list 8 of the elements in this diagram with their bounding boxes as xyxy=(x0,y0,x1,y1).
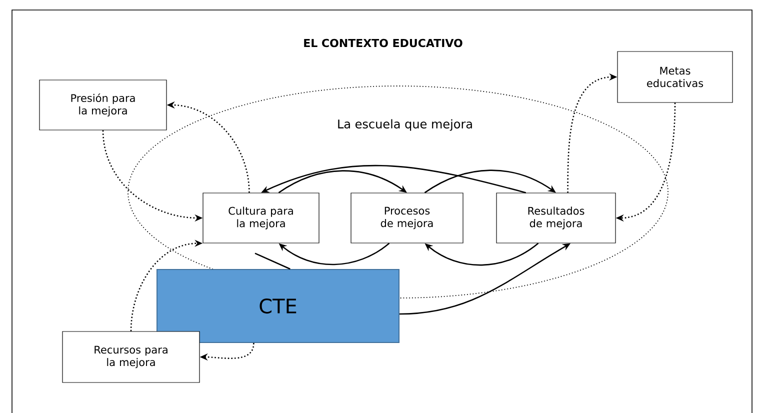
text-box: Recursos para la mejora xyxy=(62,331,200,383)
text-box: Resultados de mejora xyxy=(496,192,616,244)
highlight-box: CTE xyxy=(156,269,400,343)
text-box: Presión para la mejora xyxy=(39,80,167,130)
text-box: Procesos de mejora xyxy=(350,192,464,244)
text-box: Metas educativas xyxy=(617,51,733,103)
text-box: Cultura para la mejora xyxy=(202,192,320,244)
title: EL CONTEXTO EDUCATIVO xyxy=(304,38,462,48)
